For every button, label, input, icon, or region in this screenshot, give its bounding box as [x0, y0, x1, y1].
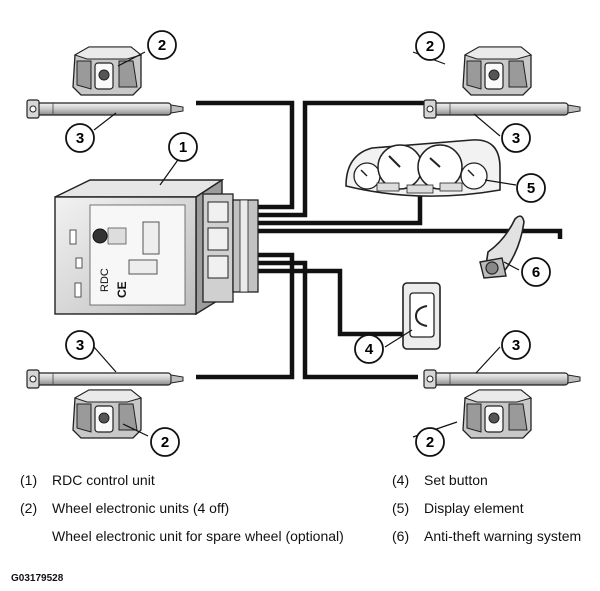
legend-number: (2) — [20, 500, 38, 516]
callout-2-label: 2 — [161, 434, 169, 451]
callout-2-label: 2 — [158, 37, 166, 54]
legend-text: Wheel electronic units (4 off) — [52, 500, 230, 516]
rdc-label: RDC — [99, 268, 111, 292]
legend-text: Display element — [424, 500, 524, 516]
callout-3-label: 3 — [512, 337, 520, 354]
legend-text: RDC control unit — [52, 472, 155, 488]
wheel-rod-front-right — [423, 99, 581, 119]
callout-1-label: 1 — [179, 139, 187, 156]
wheel-rod-rear-left — [26, 369, 184, 389]
legend-number: (1) — [20, 472, 38, 488]
callout-4: 4 — [354, 334, 384, 364]
figure-code: G03179528 — [11, 573, 64, 584]
wheel-rod-front-left — [26, 99, 184, 119]
callout-2-front-left: 2 — [147, 30, 177, 60]
wiring-harness — [196, 100, 563, 380]
wheel-electronic-unit-front-right — [462, 46, 532, 96]
legend-text: Wheel electronic unit for spare wheel (o… — [52, 528, 344, 544]
control-unit-connector — [202, 193, 259, 303]
callout-2-front-right: 2 — [415, 31, 445, 61]
callout-6: 6 — [521, 257, 551, 287]
legend-item-6: (6) Anti-theft warning system — [392, 528, 581, 544]
wheel-electronic-unit-rear-right — [462, 389, 532, 439]
rdc-control-unit: RDC CE — [54, 178, 259, 316]
legend-item-1: (1) RDC control unit — [20, 472, 155, 488]
horn-icon — [479, 215, 525, 279]
callout-2-label: 2 — [426, 434, 434, 451]
legend-number: (4) — [392, 472, 410, 488]
legend-number: (6) — [392, 528, 410, 544]
callout-3-front-left: 3 — [65, 123, 95, 153]
wheel-rod-rear-right — [423, 369, 581, 389]
callout-4-label: 4 — [365, 341, 374, 358]
legend-number: (5) — [392, 500, 410, 516]
callout-2-rear-left: 2 — [150, 427, 180, 457]
set-button-icon — [402, 282, 441, 350]
legend-item-2-spare: Wheel electronic unit for spare wheel (o… — [20, 528, 344, 544]
callout-2-label: 2 — [426, 38, 434, 55]
callout-3-label: 3 — [76, 337, 84, 354]
callout-5-label: 5 — [527, 180, 535, 197]
callout-6-label: 6 — [532, 264, 540, 281]
callout-2-rear-right: 2 — [415, 427, 445, 457]
wheel-electronic-unit-front-left — [72, 46, 142, 96]
callout-3-rear-right: 3 — [501, 330, 531, 360]
callout-1: 1 — [168, 132, 198, 162]
callout-3-front-right: 3 — [501, 123, 531, 153]
legend-item-4: (4) Set button — [392, 472, 488, 488]
legend-item-5: (5) Display element — [392, 500, 524, 516]
legend-text: Anti-theft warning system — [424, 528, 582, 544]
callout-3-rear-left: 3 — [65, 330, 95, 360]
callout-3-label: 3 — [76, 130, 84, 147]
callout-5: 5 — [516, 173, 546, 203]
wheel-electronic-unit-rear-left — [72, 389, 142, 439]
legend-text: Set button — [424, 472, 488, 488]
ce-mark: CE — [115, 281, 129, 298]
legend-item-2: (2) Wheel electronic units (4 off) — [20, 500, 229, 516]
instrument-cluster-icon — [345, 139, 501, 197]
callout-3-label: 3 — [512, 130, 520, 147]
